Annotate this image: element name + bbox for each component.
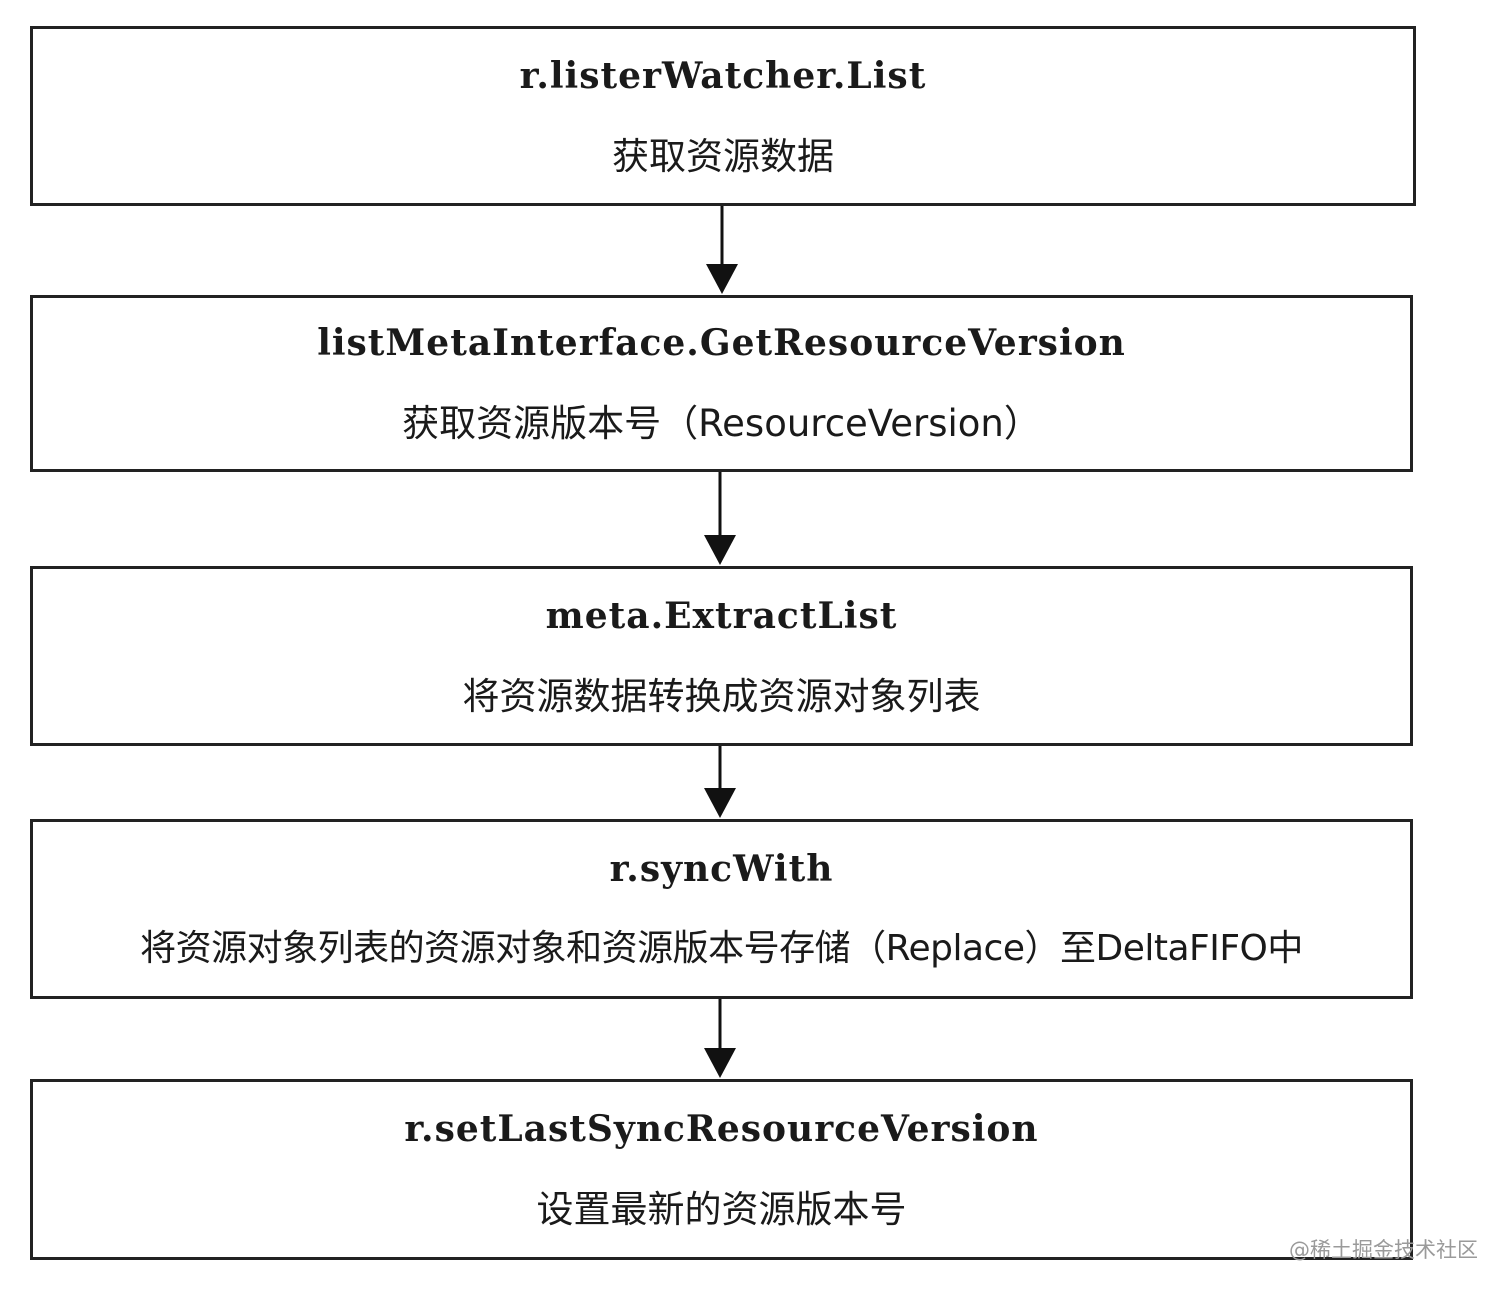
step-code: listMetaInterface.GetResourceVersion: [317, 322, 1126, 364]
arrow-4-to-5: [704, 999, 736, 1078]
step-description: 获取资源数据: [612, 134, 834, 178]
step-description: 获取资源版本号（ResourceVersion）: [402, 402, 1041, 445]
step-box-set-last-sync-resource-version: r.setLastSyncResourceVersion 设置最新的资源版本号: [30, 1079, 1413, 1260]
arrow-1-to-2: [706, 206, 738, 294]
watermark: @稀土掘金技术社区: [1289, 1238, 1478, 1262]
step-description: 将资源数据转换成资源对象列表: [462, 674, 981, 718]
step-box-sync-with: r.syncWith 将资源对象列表的资源对象和资源版本号存储（Replace）…: [30, 819, 1413, 999]
step-code: meta.ExtractList: [545, 594, 898, 637]
arrow-3-to-4: [704, 746, 736, 818]
step-code: r.setLastSyncResourceVersion: [404, 1108, 1039, 1150]
step-code: r.listerWatcher.List: [519, 54, 927, 97]
step-box-extract-list: meta.ExtractList 将资源数据转换成资源对象列表: [30, 566, 1413, 746]
step-description: 将资源对象列表的资源对象和资源版本号存储（Replace）至DeltaFIFO中: [140, 928, 1303, 969]
step-box-get-resource-version: listMetaInterface.GetResourceVersion 获取资…: [30, 295, 1413, 472]
step-description: 设置最新的资源版本号: [536, 1188, 907, 1231]
step-box-list: r.listerWatcher.List 获取资源数据: [30, 26, 1416, 206]
arrow-2-to-3: [704, 472, 736, 565]
step-code: r.syncWith: [609, 848, 834, 890]
